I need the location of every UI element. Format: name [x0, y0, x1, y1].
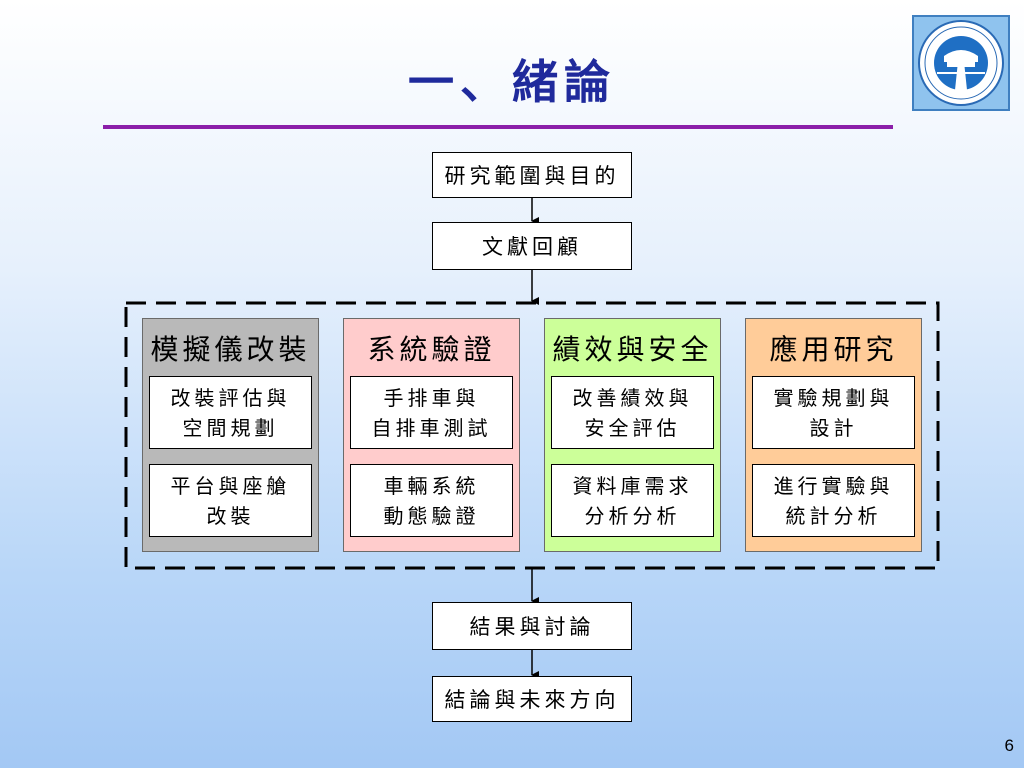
work-item-line: 動態驗證	[383, 503, 480, 528]
work-item-line: 資料庫需求	[572, 473, 693, 498]
work-item-box: 進行實驗與 統計分析	[752, 464, 915, 537]
work-item-box: 車輛系統 動態驗證	[350, 464, 513, 537]
work-item-box: 平台與座艙 改裝	[149, 464, 312, 537]
work-item-line: 空間規劃	[182, 415, 279, 440]
work-item-line: 統計分析	[785, 503, 882, 528]
page-number: 6	[1004, 736, 1014, 755]
work-item-line: 改善績效與	[572, 385, 693, 410]
work-item-line: 進行實驗與	[773, 473, 894, 498]
flow-box-scope: 研究範圍與目的	[432, 152, 632, 198]
work-item-line: 安全評估	[584, 415, 681, 440]
title-rule	[103, 125, 893, 129]
work-item-line: 平台與座艙	[170, 473, 291, 498]
flow-box-results: 結果與討論	[432, 602, 632, 650]
column-header: 應用研究	[769, 333, 898, 366]
work-item-box: 資料庫需求 分析分析	[551, 464, 714, 537]
flow-box-literature: 文獻回顧	[432, 222, 632, 270]
work-item-box: 改善績效與 安全評估	[551, 376, 714, 449]
work-item-box: 實驗規劃與 設計	[752, 376, 915, 449]
column-simulator-modification: 模擬儀改裝 改裝評估與 空間規劃 平台與座艙 改裝	[142, 318, 319, 552]
work-item-box: 手排車與 自排車測試	[350, 376, 513, 449]
column-header: 系統驗證	[367, 333, 496, 366]
logo	[912, 15, 1010, 111]
flow-box-conclusion: 結論與未來方向	[432, 676, 632, 722]
column-header: 模擬儀改裝	[150, 333, 311, 366]
work-item-line: 手排車與	[383, 385, 480, 410]
work-item-line: 分析分析	[584, 503, 681, 528]
work-item-line: 車輛系統	[383, 473, 480, 498]
work-item-line: 改裝評估與	[170, 385, 291, 410]
column-applied-research: 應用研究 實驗規劃與 設計 進行實驗與 統計分析	[745, 318, 922, 552]
work-items-dashed-container	[124, 301, 940, 570]
work-item-line: 設計	[809, 415, 858, 440]
page-title: 一、緒論	[408, 55, 616, 109]
work-item-box: 改裝評估與 空間規劃	[149, 376, 312, 449]
column-system-validation: 系統驗證 手排車與 自排車測試 車輛系統 動態驗證	[343, 318, 520, 552]
work-item-line: 自排車測試	[371, 415, 492, 440]
column-performance-safety: 績效與安全 改善績效與 安全評估 資料庫需求 分析分析	[544, 318, 721, 552]
column-header: 績效與安全	[552, 333, 713, 366]
work-item-line: 改裝	[206, 503, 255, 528]
work-item-line: 實驗規劃與	[773, 385, 894, 410]
